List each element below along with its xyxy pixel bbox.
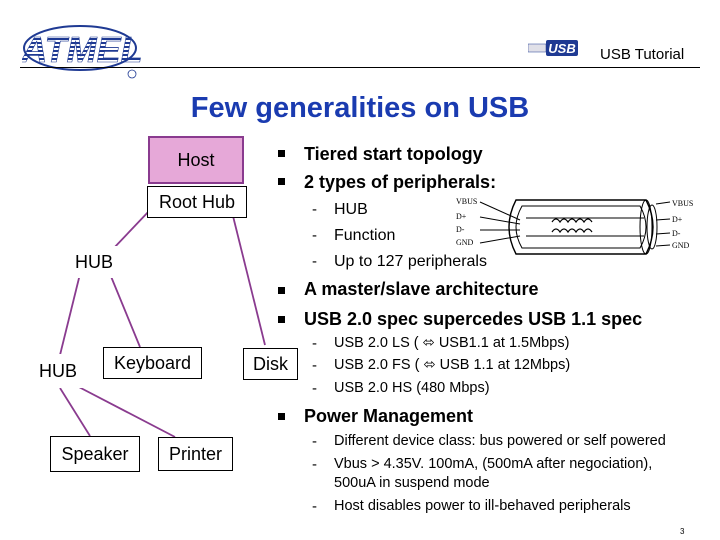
bullet-2: 2 types of peripherals:	[304, 172, 497, 192]
svg-text:GND: GND	[672, 241, 690, 250]
bullet-marker	[278, 413, 285, 420]
sub-bullet-2-3: Up to 127 peripherals	[334, 253, 487, 270]
link-hub2-printer	[74, 384, 176, 438]
printer-node: Printer	[158, 437, 233, 471]
svg-text:D+: D+	[672, 215, 683, 224]
link-hub2-speaker	[59, 387, 91, 437]
sub-bullet-dash: -	[312, 227, 317, 244]
page-number: 3	[680, 527, 685, 536]
link-hub1-keyboard	[109, 273, 141, 348]
sub-bullet-5-2-cont: 500uA in suspend mode	[334, 475, 490, 491]
disk-node: Disk	[243, 348, 298, 380]
svg-text:D+: D+	[456, 212, 467, 221]
root-hub-node: Root Hub	[147, 186, 247, 218]
slide-title: Few generalities on USB	[190, 92, 530, 124]
sub-bullet-dash: -	[312, 498, 317, 515]
svg-text:VBUS: VBUS	[672, 199, 693, 208]
sub-bullet-4-3: USB 2.0 HS (480 Mbps)	[334, 380, 490, 396]
bullet-marker	[278, 287, 285, 294]
sub-bullet-5-2: Vbus > 4.35V. 100mA, (500mA after negoci…	[334, 456, 653, 472]
sub-bullet-4-1: USB 2.0 LS ( ⬄ USB1.1 at 1.5Mbps)	[334, 335, 570, 351]
sub-bullet-dash: -	[312, 433, 317, 450]
hub-node-2: HUB	[28, 354, 88, 388]
bullet-5: Power Management	[304, 406, 474, 426]
bullet-1: Tiered start topology	[304, 144, 483, 164]
sub-bullet-5-1: Different device class: bus powered or s…	[334, 433, 666, 449]
bullet-marker	[278, 150, 285, 157]
svg-text:D-: D-	[456, 225, 465, 234]
sub-bullet-2-2: Function	[334, 227, 396, 244]
sub-bullet-dash: -	[312, 380, 317, 397]
link-hub1-hub2	[59, 273, 81, 356]
sub-bullet-dash: -	[312, 253, 317, 270]
sub-bullet-dash: -	[312, 456, 317, 473]
hub-node-1: HUB	[60, 246, 128, 278]
atmel-logo: ATMEL	[22, 25, 142, 79]
bullet-marker	[278, 316, 285, 323]
sub-bullet-dash: -	[312, 335, 317, 352]
header-divider	[20, 67, 700, 68]
keyboard-node: Keyboard	[103, 347, 202, 379]
usb-logo: USB	[528, 40, 578, 56]
bullet-4: USB 2.0 spec supercedes USB 1.1 spec	[304, 309, 643, 329]
link-roothub-hub1	[111, 209, 151, 251]
svg-text:VBUS: VBUS	[456, 197, 477, 206]
svg-text:D-: D-	[672, 229, 681, 238]
usb-cable-illustration: VBUS D+ D- GND VBUS D+ D- GND	[456, 197, 693, 255]
svg-text:USB: USB	[548, 41, 575, 56]
bullet-3: A master/slave architecture	[304, 279, 539, 299]
bullet-marker	[278, 178, 285, 185]
sub-bullet-dash: -	[312, 201, 317, 218]
header-title: USB Tutorial	[600, 46, 685, 63]
svg-text:ATMEL: ATMEL	[22, 29, 142, 70]
speaker-node: Speaker	[50, 436, 140, 472]
svg-text:GND: GND	[456, 238, 474, 247]
sub-bullet-5-3: Host disables power to ill-behaved perip…	[334, 498, 631, 514]
host-node: Host	[148, 136, 244, 184]
link-roothub-disk	[231, 211, 266, 346]
sub-bullet-dash: -	[312, 357, 317, 374]
sub-bullet-2-1: HUB	[334, 201, 368, 218]
sub-bullet-4-2: USB 2.0 FS ( ⬄ USB 1.1 at 12Mbps)	[334, 357, 571, 373]
